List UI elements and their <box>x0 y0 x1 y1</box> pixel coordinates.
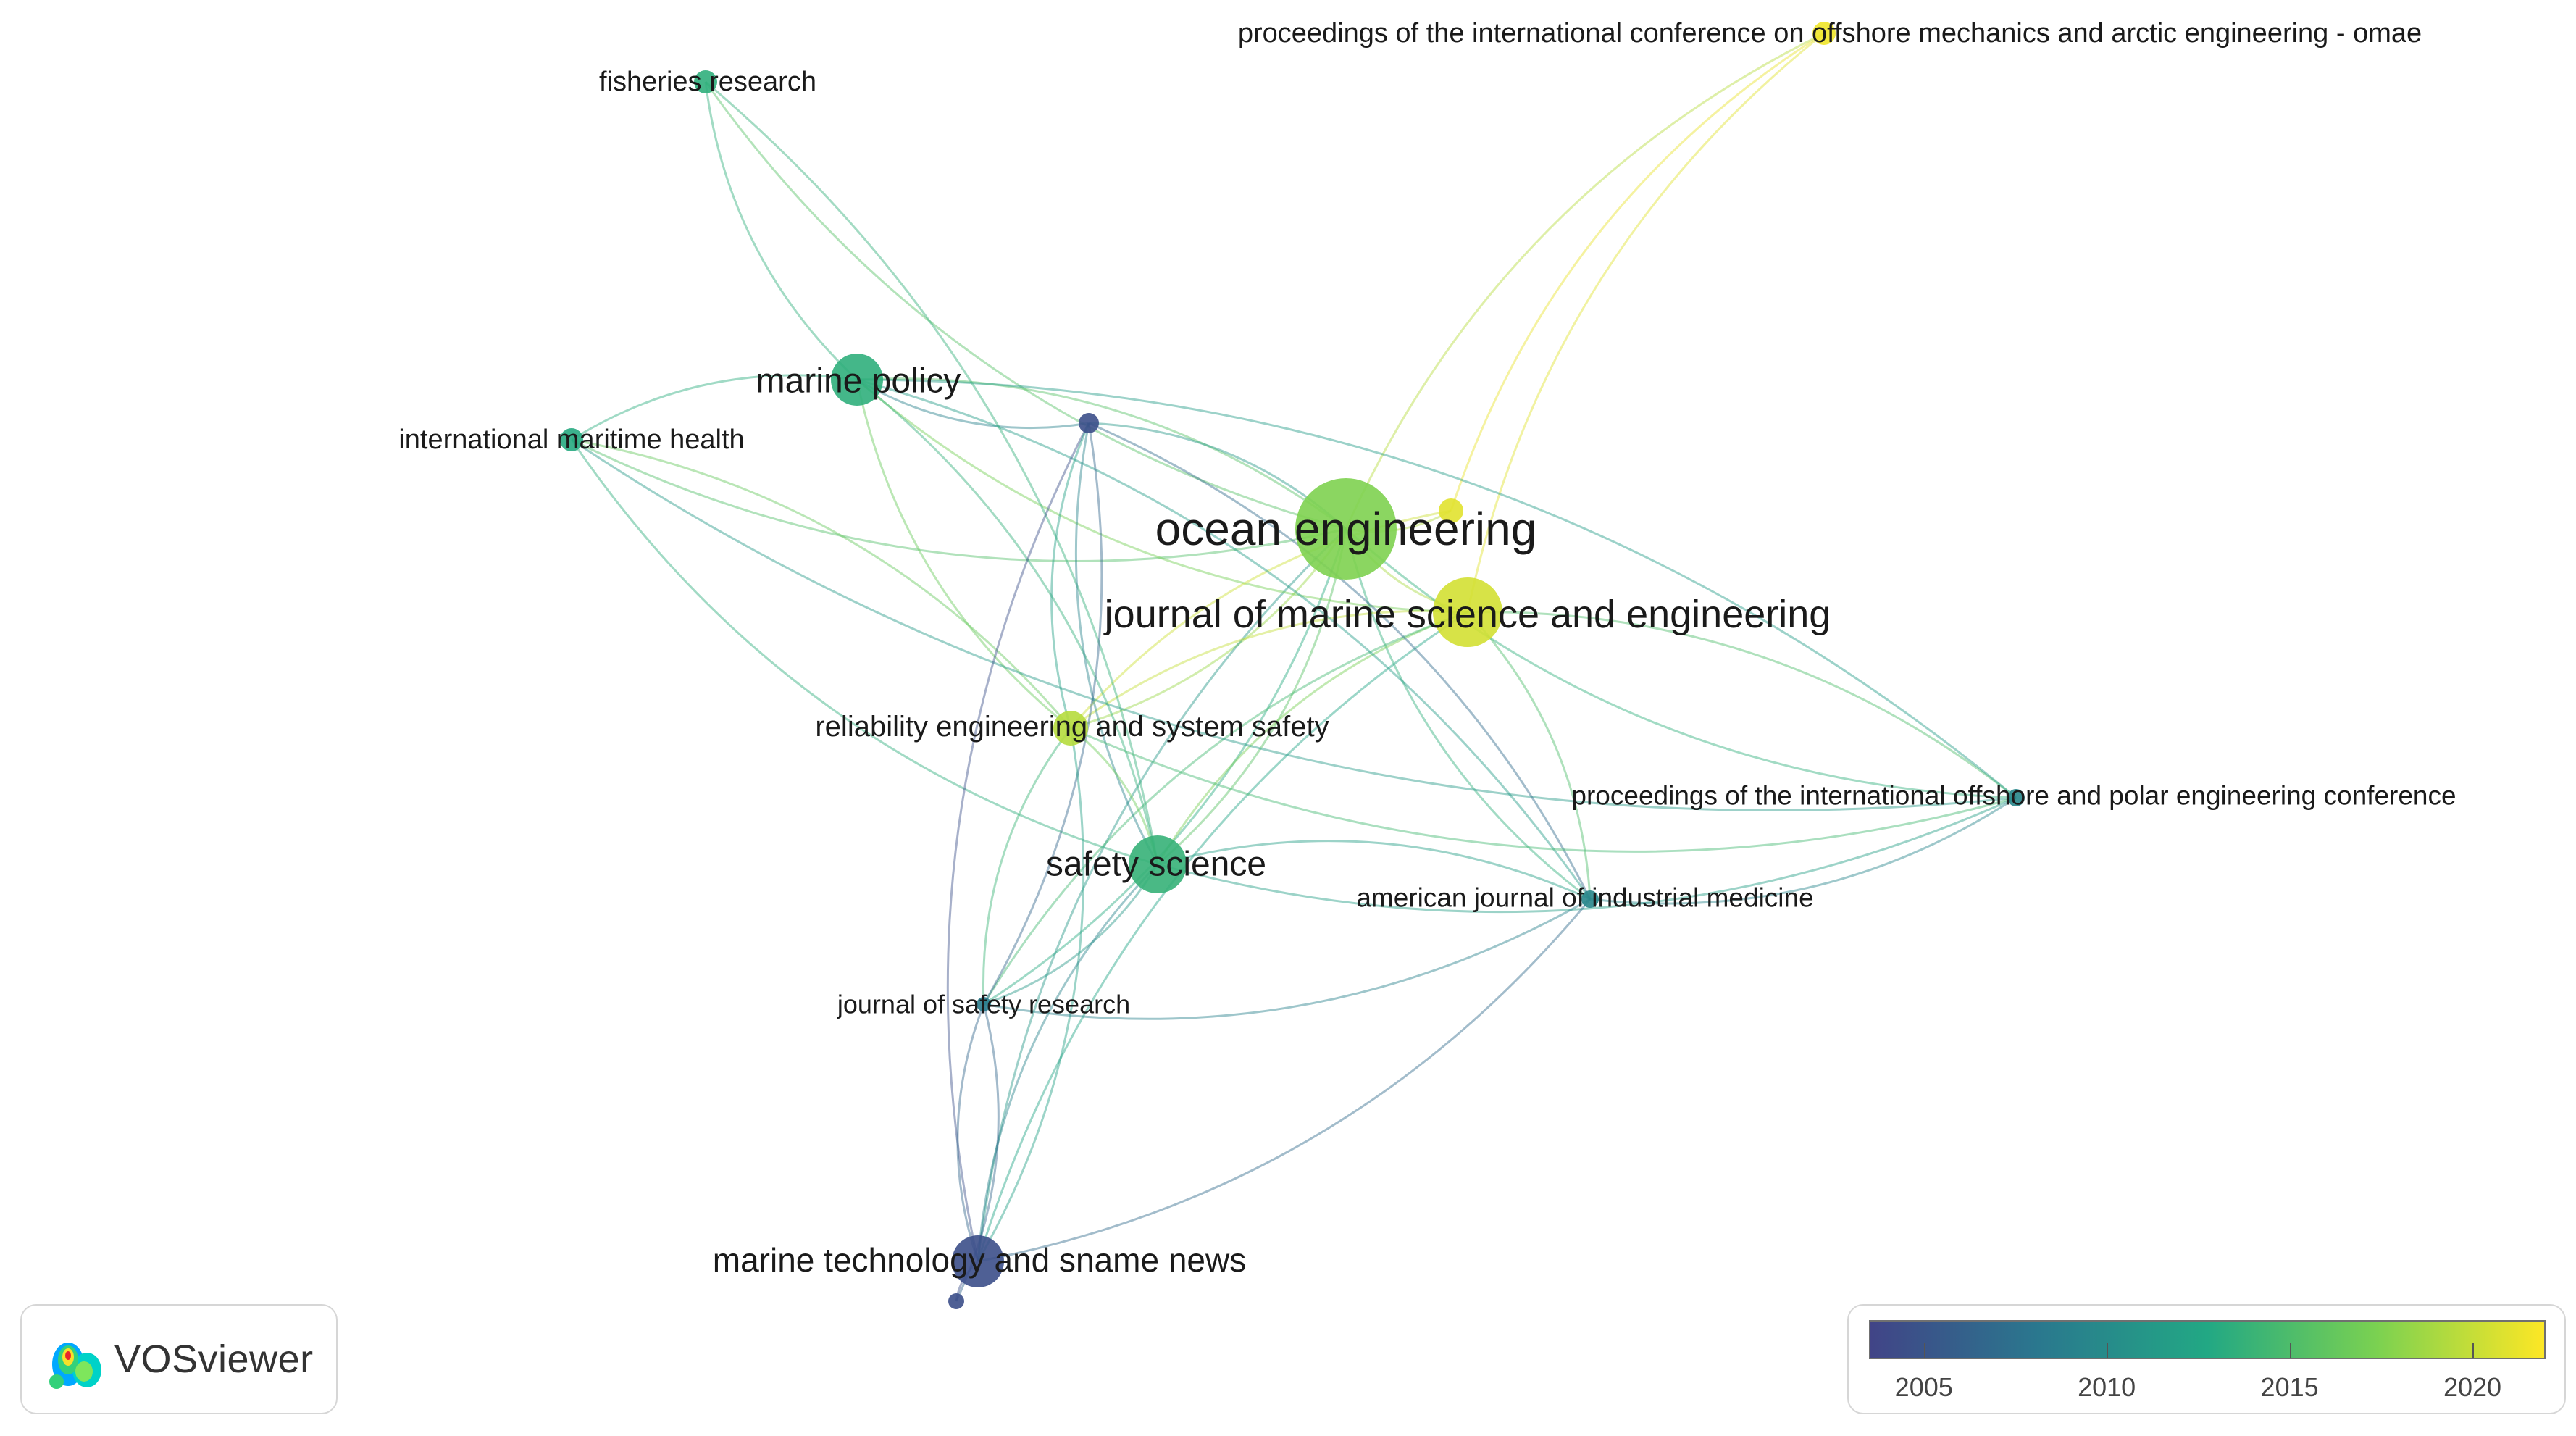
year-color-legend: 2005 2010 2015 2020 <box>1847 1304 2566 1414</box>
node-label-mtsn: marine technology and sname news <box>713 1241 1246 1279</box>
edge-jmse-safety_science <box>1156 611 1468 865</box>
node-label-safety_science: safety science <box>1046 846 1266 884</box>
edge-jsr-mtsn <box>956 1003 985 1262</box>
vosviewer-logo-text: VOSviewer <box>114 1337 314 1381</box>
edge-jmse-omae <box>1466 32 1825 613</box>
node-label-ajim: american journal of industrial medicine <box>1356 883 1813 913</box>
edge-marine_policy-fisheries <box>704 81 858 381</box>
node-label-isope: proceedings of the international offshor… <box>1571 781 2456 811</box>
node-label-marine_policy: marine policy <box>756 362 961 401</box>
node-ajim[interactable] <box>1581 890 1599 908</box>
edge-safety_science-ajim <box>1157 840 1591 901</box>
color-scale-bar <box>1869 1320 2546 1359</box>
legend-tick <box>2107 1343 2109 1358</box>
node-label-ress: reliability engineering and system safet… <box>815 711 1329 743</box>
edge-jmse-ajim <box>1466 611 1592 900</box>
node-label-jsr: journal of safety research <box>837 990 1130 1019</box>
edge-jmse-ress <box>1070 609 1468 730</box>
network-labels: ocean engineering journal of marine scien… <box>398 18 2456 1279</box>
legend-tick-label: 2020 <box>2443 1372 2502 1402</box>
network-edges <box>570 32 2017 1302</box>
node-imh[interactable] <box>560 428 583 451</box>
edge-ocean_engineering-marine_policy <box>856 377 1347 530</box>
node-mtsn[interactable] <box>952 1235 1004 1287</box>
legend-tick <box>2289 1343 2291 1358</box>
edge-ocean_engineering-mtsn <box>977 527 1347 1262</box>
node-ocean_engineering[interactable] <box>1295 478 1397 580</box>
edge-ocean_engineering-jsr <box>983 528 1347 1006</box>
edge-fisheries-safety_science <box>705 80 1159 865</box>
node-unlabeled_yellow[interactable] <box>1439 498 1463 523</box>
edge-imh-isope <box>571 438 2017 811</box>
legend-tick-label: 2005 <box>1894 1372 1953 1402</box>
edge-marine_policy-isope <box>856 378 2017 799</box>
node-ress[interactable] <box>1053 711 1088 746</box>
edge-unlabeled_purple-safety_science <box>1074 422 1159 865</box>
node-fisheries[interactable] <box>694 70 717 93</box>
edge-marine_policy-safety_science <box>856 378 1159 865</box>
node-omae[interactable] <box>1812 22 1836 45</box>
network-nodes <box>560 22 2025 1309</box>
node-unlabeled_small[interactable] <box>948 1293 964 1309</box>
edge-marine_policy-imh <box>571 374 858 441</box>
edge-unlabeled_purple-ajim <box>1088 422 1592 900</box>
legend-tick-label: 2015 <box>2260 1372 2319 1402</box>
node-label-ocean_engineering: ocean engineering <box>1155 503 1537 555</box>
node-jmse[interactable] <box>1433 577 1502 647</box>
edge-ocean_engineering-fisheries <box>704 81 1347 530</box>
edge-jmse-isope <box>1467 611 2017 799</box>
edge-ress-jsr <box>982 727 1072 1005</box>
edge-unlabeled_purple-ress <box>1050 422 1090 729</box>
legend-tick-label: 2010 <box>2078 1372 2136 1402</box>
edge-imh-safety_science <box>570 439 1158 866</box>
edge-ajim-mtsn <box>977 898 1592 1263</box>
edge-safety_science-jsr <box>983 864 1159 1006</box>
edge-imh-ress <box>571 438 1072 729</box>
edge-marine_policy-ajim <box>856 378 1592 900</box>
node-label-omae: proceedings of the international confere… <box>1238 18 2422 49</box>
node-label-imh: international maritime health <box>398 425 744 455</box>
edge-unlabeled_purple-mtsn <box>946 422 1090 1262</box>
edge-marine_policy-ress <box>856 379 1071 730</box>
edge-marine_policy-unlabeled_purple <box>856 378 1090 430</box>
edge-ocean_engineering-imh <box>571 438 1347 562</box>
edge-ajim-jsr <box>983 898 1591 1020</box>
edge-unlabeled_yellow-omae <box>1450 32 1825 512</box>
vosviewer-logo-icon <box>49 1343 101 1389</box>
node-label-fisheries: fisheries research <box>599 67 816 97</box>
edge-unlabeled_purple-jsr <box>982 422 1103 1005</box>
node-label-jmse: journal of marine science and engineerin… <box>1103 593 1831 636</box>
node-marine_policy[interactable] <box>831 354 883 406</box>
edge-ocean_engineering-ajim <box>1345 528 1591 901</box>
edge-jmse-mtsn <box>977 611 1468 1262</box>
node-safety_science[interactable] <box>1129 835 1187 893</box>
edge-ocean_engineering-omae <box>1345 32 1825 530</box>
edge-ress-isope <box>1070 727 2017 853</box>
edge-jmse-jsr <box>982 611 1468 1005</box>
node-isope[interactable] <box>2007 789 2025 806</box>
node-unlabeled_purple[interactable] <box>1079 413 1099 433</box>
edge-ocean_engineering-isope <box>1345 527 2017 799</box>
legend-tick <box>1923 1343 1925 1358</box>
edge-jmse-marine_policy <box>856 378 1468 614</box>
edge-ajim-isope <box>1589 796 2017 905</box>
vosviewer-logo: VOSviewer <box>20 1304 338 1414</box>
edge-safety_science-isope <box>1157 796 2017 914</box>
edge-safety_science-mtsn <box>977 863 1159 1262</box>
edge-ress-mtsn <box>977 727 1085 1262</box>
edge-ocean_engineering-safety_science <box>1157 528 1347 866</box>
node-jsr[interactable] <box>977 997 991 1011</box>
legend-tick <box>2472 1343 2475 1358</box>
